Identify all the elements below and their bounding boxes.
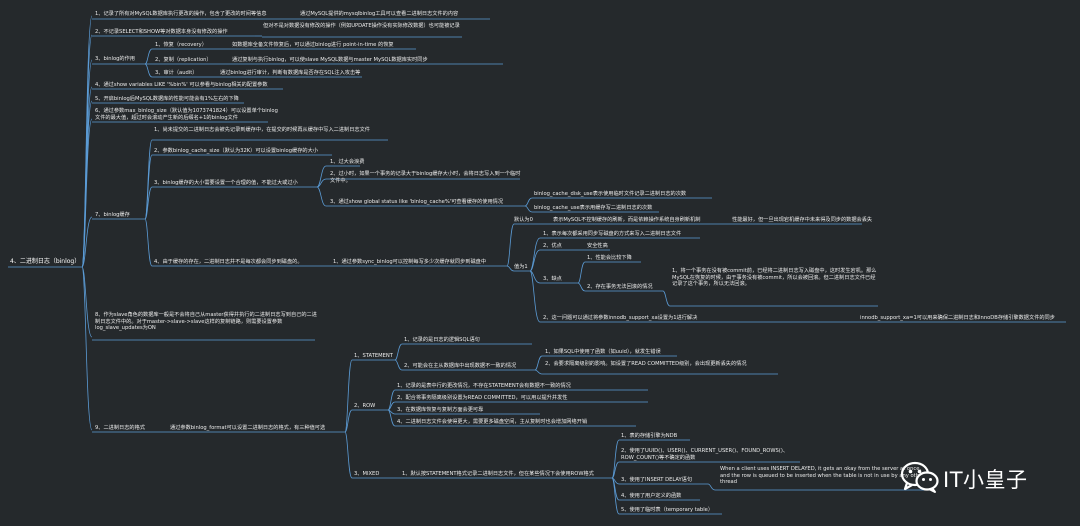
branch-2-label[interactable]: 2、不记录SELECT和SHOW等对数据本身没有修改的操作 <box>95 29 228 35</box>
insert-delayed-note[interactable]: When a client uses INSERT DELAYED, it ge… <box>720 466 925 486</box>
cache-use[interactable]: binlog_cache_use表示用缓存写二进制日志的次数 <box>534 205 653 211</box>
cache-status-query[interactable]: 3、通过show global status like 'binlog_cach… <box>330 199 504 205</box>
row-item-2[interactable]: 2、配合将事务隔离级别设置为READ COMMITTED，可以用以提升并发性 <box>397 395 568 401</box>
format-statement[interactable]: 1、STATEMENT <box>354 353 393 359</box>
row-item-4[interactable]: 4、二进制日志文件会使得更大，需要更多磁盘空间，主从复制时也会增加网络开销 <box>397 419 588 425</box>
statement-uuid-issue[interactable]: 1、如果SQL中使用了函数（如uuid），就发生错误 <box>545 349 661 355</box>
cache-too-small[interactable]: 2、过小时，如果一个事务的记录大于binlog缓存大小时，会将日志写入到一个临时… <box>330 171 521 184</box>
sync-one-pros-note[interactable]: 安全性高 <box>587 243 608 249</box>
no-rollback-detail[interactable]: 1、将一个事务在没有被commit前，已经将二进制日志写入磁盘中，这时发生宕机。… <box>672 268 877 288</box>
branch-1-label[interactable]: 1、记录了所有对MySQL数据库执行更改的操作，包含了更改的时间等信息 <box>95 11 267 17</box>
branch-7-label[interactable]: 7、binlog缓存 <box>95 212 130 218</box>
mixed-item-5[interactable]: 5、使用了临时表（temporary table） <box>621 507 714 513</box>
branch-8-label[interactable]: 8、作为slave角色的数据库一般是不会将自己从master获得并执行的二进制日… <box>95 312 317 332</box>
binlog-use-replication-note[interactable]: 通过复制与执行binlog，可以使slave MySQL数据与master My… <box>232 57 428 63</box>
sync-one-pros[interactable]: 2、优点 <box>543 243 562 249</box>
mixed-item-2[interactable]: 2、使用了UUID()、USER()、CURRENT_USER()、FOUND_… <box>621 448 789 461</box>
row-item-3[interactable]: 3、在数据库恢复与复制方面会更可靠 <box>397 407 484 413</box>
sync-default-label[interactable]: 默认为0 <box>514 217 533 223</box>
sync-one-item-1[interactable]: 1、表示每次都采用同步写磁盘的方式来写入二进制日志文件 <box>543 231 682 237</box>
binlog-cache-item-2[interactable]: 2、参数binlog_cache_size（默认为32K）可以设置binlog缓… <box>154 148 318 154</box>
cache-too-large[interactable]: 1、过大会浪费 <box>330 159 365 165</box>
binlog-cache-item-3[interactable]: 3、binlog缓存的大小需要设置一个合理的值，不能过大或过小 <box>154 180 298 186</box>
branch-9-note[interactable]: 通过参数binlog_format可以设置二进制日志的格式，有三种值可选 <box>170 425 326 431</box>
format-row[interactable]: 2、ROW <box>354 403 376 409</box>
brand-name: IT小皇子 <box>943 468 1028 492</box>
branch-2-note[interactable]: 但对不是对数据没有修改的操作（例如UPDATE操作没有实际修改数据）也可能被记录 <box>263 23 460 29</box>
mixed-item-4[interactable]: 4、使用了用户定义的函数 <box>621 493 682 499</box>
wechat-icon <box>900 461 939 493</box>
root-topic[interactable]: 4、二进制日志（binlog） <box>10 258 81 265</box>
sync-one-cons[interactable]: 3、缺点 <box>543 276 562 282</box>
innodb-xa-note[interactable]: innodb_support_xa=1可以用来确保二进制日志和InnoDB存储引… <box>860 315 1055 321</box>
branch-9-label[interactable]: 9、二进制日志的格式 <box>95 425 145 431</box>
sync-one-label[interactable]: 值为1 <box>514 264 528 270</box>
innodb-xa-fix[interactable]: 2、这一问题可以通过将参数innodb_support_xa设置为1进行解决 <box>543 315 698 321</box>
statement-item-1[interactable]: 1、记录的是日志的逻辑SQL语句 <box>404 337 480 343</box>
row-item-1[interactable]: 1、记录的是表中行的更改情况，不存在STATEMENT会有数据不一致的情况 <box>397 383 571 389</box>
sync-default-desc[interactable]: 表示MySQL不控制缓存的刷新，而是依赖操作系统自身刷新机制 <box>553 217 701 223</box>
sync-default-perf[interactable]: 性能最好，但一旦出现宕机缓存中未来得及同步的数据会丢失 <box>732 217 873 223</box>
cons-performance[interactable]: 1、性能会比较下降 <box>587 255 632 261</box>
binlog-use-recovery-note[interactable]: 如数据库全备文件恢复后，可以通过binlog进行 point-in-time 的… <box>232 42 394 48</box>
binlog-use-audit[interactable]: 3、审计（audit） <box>155 70 198 76</box>
statement-isolation-issue[interactable]: 2、会要求隔离级别的影响。如设置了READ COMMITTED级别，会出现更新丢… <box>545 361 747 367</box>
format-mixed[interactable]: 3、MIXED <box>354 471 380 477</box>
branch-3-label[interactable]: 3、binlog的作用 <box>95 56 135 62</box>
statement-item-2[interactable]: 2、可能会在主从数据库中出现数据不一致的情况 <box>404 363 517 369</box>
sync-binlog-param[interactable]: 1、通过参数sync_binlog可以控制每写多少次缓存就同步到磁盘中 <box>333 259 487 265</box>
mixed-note[interactable]: 1、默认按STATEMENT格式记录二进制日志文件，但在某些情况下会使用ROW格… <box>402 471 594 477</box>
branch-1-note[interactable]: 通过MySQL提供的mysqlbinlog工具可以查看二进制日志文件的内容 <box>300 11 459 17</box>
binlog-cache-item-4[interactable]: 4、由于缓存的存在，二进制日志并不是每次都会同步到磁盘的。 <box>154 259 303 265</box>
mixed-item-1[interactable]: 1、表的存储引擎为NDB <box>621 433 678 439</box>
branch-5-label[interactable]: 5、开启binlog后MySQL数据库的性能可能会有1%左右的下降 <box>95 96 239 102</box>
cache-disk-use[interactable]: binlog_cache_disk_use表示使用临时文件记录二进制日志的次数 <box>534 191 687 197</box>
binlog-use-recovery[interactable]: 1、恢复（recovery） <box>155 42 207 48</box>
cons-no-rollback[interactable]: 2、存在事务无法回滚的情况 <box>587 284 653 290</box>
branch-4-label[interactable]: 4、通过show variables LIKE '%bin%' 可以参看与bin… <box>95 82 268 88</box>
binlog-use-audit-note[interactable]: 通过binlog进行审计，判断有数据库是否存在SQL注入攻击等 <box>220 70 361 76</box>
mixed-item-3[interactable]: 3、使用了INSERT DELAY语句 <box>621 477 693 483</box>
binlog-cache-item-1[interactable]: 1、尚未提交的二进制日志会被先记录到缓存中，在提交的时候再从缓存中写入二进制日志… <box>154 127 370 133</box>
binlog-use-replication[interactable]: 2、复制（replication） <box>155 57 212 63</box>
branch-6-label[interactable]: 6、通过参数max_binlog_size（默认值为1073741824）可以设… <box>95 108 278 121</box>
